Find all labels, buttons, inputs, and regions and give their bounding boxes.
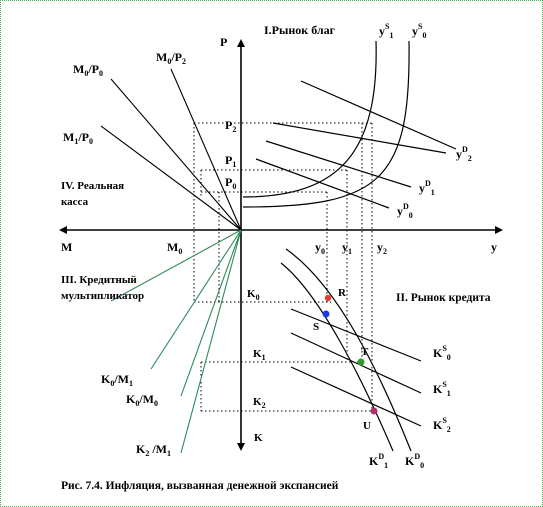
ray-m0-p0: [110, 78, 242, 231]
label-real-cash-line2: касса: [61, 196, 89, 208]
demand-curve-yd2: [272, 122, 447, 154]
arrow-left-icon: [59, 226, 67, 234]
ray-m1-p0: [100, 125, 242, 231]
axis-label-y: y: [491, 240, 497, 254]
tick-y0: y0: [315, 240, 325, 256]
label-credit-multiplier: III. Кредитный мультипликатор: [61, 274, 144, 302]
tick-p1: P1: [225, 153, 236, 169]
ray-label-k0-m1: K0/M1: [101, 372, 133, 388]
demand-curve-yd1: [265, 140, 412, 188]
tick-y1: y1: [342, 240, 352, 256]
point-label-s: S: [313, 321, 319, 333]
point-label-u: U: [363, 420, 371, 432]
curve-label-yd0: yD0: [397, 202, 413, 220]
points: [322, 294, 378, 415]
ray-k0-m0: [180, 229, 242, 397]
label-goods-market: I.Рынок благ: [264, 23, 336, 37]
credit-market-curves: [280, 248, 422, 452]
axes: [61, 41, 501, 449]
point-s-marker: [322, 310, 330, 318]
label-credit-multiplier-line1: III. Кредитный: [61, 274, 137, 286]
axis-label-m: M: [61, 240, 72, 254]
ray-extra-green: [110, 229, 242, 302]
curve-label-ks2: KS2: [433, 416, 451, 434]
ray-label-k2-m1: K2 /M1: [136, 442, 171, 458]
tick-k1: K1: [253, 348, 266, 362]
real-cash-rays: [100, 68, 242, 231]
demand-curve-yd0: [255, 158, 390, 209]
curve-label-kd0: KD0: [405, 452, 424, 470]
point-label-t: T: [361, 346, 369, 358]
axis-label-k: K: [254, 432, 263, 444]
figure-caption: Рис. 7.4. Инфляция, вызванная денежной э…: [61, 480, 339, 492]
labels: I.Рынок благ II. Рынок кредита III. Кред…: [61, 22, 497, 492]
axis-arrowheads: [59, 39, 503, 451]
ray-k0-m1: [150, 229, 242, 370]
axis-label-p: P: [220, 35, 227, 49]
point-t-marker: [357, 358, 365, 366]
demand-curve-yd-extra: [300, 80, 457, 150]
label-credit-multiplier-line2: мультипликатор: [61, 290, 144, 302]
curve-label-ys0: yS0: [412, 22, 426, 40]
curve-label-ys1: yS1: [379, 22, 393, 40]
tick-p2: P2: [225, 118, 236, 134]
tick-k2: K2: [253, 396, 266, 410]
credit-supply-ks1: [290, 332, 422, 394]
ray-label-k0-m0: K0/M0: [126, 392, 158, 408]
ray-label-m0-p0: M0/P0: [73, 62, 103, 78]
tick-p0: P0: [225, 175, 236, 191]
supply-curve-ys0: [242, 40, 410, 208]
ray-m0-p2: [170, 68, 242, 231]
curve-label-yd1: yD1: [419, 179, 435, 197]
arrow-down-icon: [237, 443, 245, 451]
curve-label-yd2: yD2: [456, 145, 472, 163]
arrow-up-icon: [237, 39, 245, 47]
credit-demand-kd1: [280, 262, 394, 452]
label-real-cash-line1: IV. Реальная: [61, 180, 124, 192]
credit-supply-ks0: [290, 308, 422, 362]
credit-demand-kd0: [285, 248, 412, 452]
curve-label-ks0: KS0: [433, 344, 451, 362]
supply-curve-ys1: [242, 40, 377, 198]
point-u-marker: [370, 407, 378, 415]
goods-market-curves: [242, 40, 457, 209]
credit-supply-ks2: [290, 366, 422, 427]
point-r-marker: [324, 294, 332, 302]
arrow-right-icon: [495, 226, 503, 234]
ray-label-m1-p0: M1/P0: [63, 130, 93, 146]
label-real-cash: IV. Реальная касса: [61, 180, 127, 208]
credit-multiplier-rays: [110, 229, 242, 454]
curve-label-ks1: KS1: [433, 380, 451, 398]
label-credit-market: II. Рынок кредита: [396, 292, 491, 304]
tick-m0: M0: [167, 240, 182, 256]
tick-k0: K0: [247, 288, 260, 302]
tick-y2: y2: [377, 240, 387, 256]
ray-label-m0-p2: M0/P2: [156, 50, 186, 66]
point-label-r: R: [338, 287, 347, 299]
curve-label-kd1: KD1: [369, 452, 388, 470]
ray-k2-m1: [180, 229, 242, 454]
